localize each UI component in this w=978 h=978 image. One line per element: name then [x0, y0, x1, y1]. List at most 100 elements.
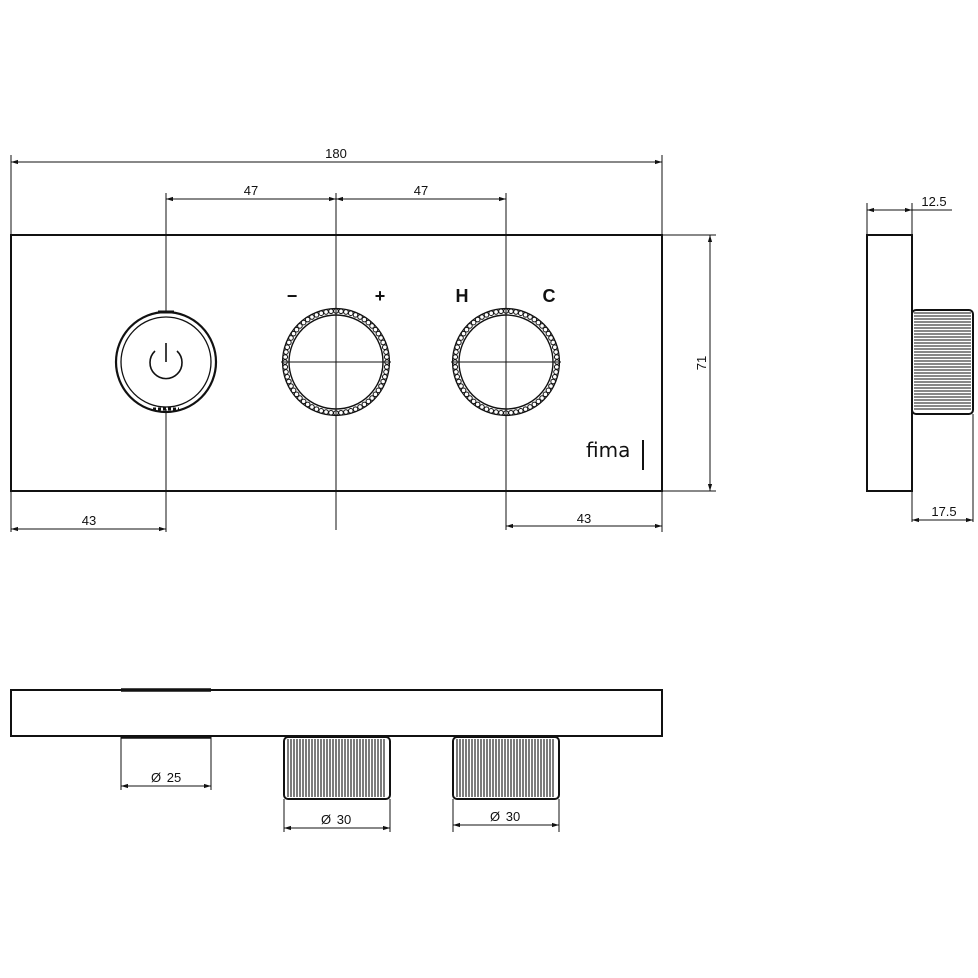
knurl-tooth: [357, 314, 363, 320]
label-hot: H: [456, 286, 469, 306]
side-plate: [866, 234, 913, 492]
knurl-tooth: [460, 387, 467, 394]
knurl-tooth: [553, 354, 560, 360]
ribbed-knob: [456, 739, 554, 797]
knurl-tooth: [463, 326, 470, 333]
dim-knob2-diameter: 30: [506, 809, 520, 824]
dim-offset-left: 43: [82, 513, 96, 528]
bottom-plate: [10, 689, 663, 737]
knurl-tooth: [458, 383, 464, 389]
knurl-tooth: [309, 314, 315, 320]
knurl-tooth: [545, 387, 552, 394]
knurl-tooth: [300, 319, 307, 326]
knurl-tooth: [369, 323, 375, 329]
knurl-tooth: [531, 401, 538, 408]
knurl-tooth: [542, 326, 549, 333]
knurl-tooth: [282, 364, 289, 370]
knurl-tooth: [508, 308, 514, 315]
knurl-tooth: [357, 404, 363, 410]
dim-total-depth: 17.5: [931, 504, 956, 519]
knurl-tooth: [383, 364, 390, 370]
knurl-tooth: [527, 404, 533, 410]
knurl-tooth: [328, 308, 334, 315]
dim-spacing-left: 47: [244, 183, 258, 198]
knurl-tooth: [470, 398, 477, 405]
knurl-tooth: [375, 330, 382, 337]
knurl-tooth: [290, 387, 297, 394]
knurl-tooth: [369, 395, 375, 401]
dim-button-diameter: 25: [167, 770, 181, 785]
knurl-tooth: [288, 383, 294, 389]
knurl-tooth: [361, 401, 368, 408]
knurled-edge: [451, 307, 561, 417]
knurl-tooth: [293, 391, 300, 398]
knurl-tooth: [535, 319, 542, 326]
knurl-tooth: [474, 316, 481, 323]
knurl-tooth: [474, 401, 481, 408]
button-stub: [121, 688, 211, 739]
knurl-tooth: [498, 308, 504, 315]
knurl-tooth: [545, 330, 552, 337]
front-dimensions: [11, 159, 713, 532]
knurl-tooth: [375, 387, 382, 394]
knurl-tooth: [452, 354, 459, 360]
knurl-tooth: [372, 391, 379, 398]
knurl-tooth: [378, 335, 384, 341]
bottom-knob-1: [283, 736, 391, 800]
knurl-tooth: [361, 316, 368, 323]
knurl-tooth: [479, 404, 485, 410]
dim-knob1-diameter-symbol: Ø: [321, 812, 331, 827]
knurl-tooth: [542, 391, 549, 398]
label-cold: C: [543, 286, 556, 306]
knurl-tooth: [548, 335, 554, 341]
knurl-tooth: [365, 398, 372, 405]
dim-plate-depth: 12.5: [921, 194, 946, 209]
knurl-tooth: [297, 395, 303, 401]
dim-knob1-diameter: 30: [337, 812, 351, 827]
knurl-tooth: [531, 316, 538, 323]
knurl-tooth: [304, 401, 311, 408]
knurl-tooth: [535, 398, 542, 405]
power-icon: [149, 343, 183, 380]
knurl-tooth: [470, 319, 477, 326]
knurl-tooth: [498, 409, 504, 416]
ribbed-knob: [287, 739, 385, 797]
ribbed-knob: [914, 312, 971, 410]
knurl-tooth: [527, 314, 533, 320]
knurl-tooth: [467, 323, 473, 329]
knurl-tooth: [328, 409, 334, 416]
knurl-tooth: [378, 383, 384, 389]
knurl-tooth: [383, 354, 390, 360]
side-knob-body: [911, 309, 974, 415]
knurl-tooth: [304, 316, 311, 323]
knurl-tooth: [479, 314, 485, 320]
knurl-tooth: [548, 383, 554, 389]
label-minus: −: [287, 286, 298, 306]
brand-logo: fima: [586, 438, 630, 462]
bottom-view: [10, 688, 663, 832]
dim-spacing-right: 47: [414, 183, 428, 198]
extension-lines: [10, 155, 716, 532]
knurl-tooth: [460, 330, 467, 337]
knurl-tooth: [309, 404, 315, 410]
knurl-tooth: [539, 395, 545, 401]
knurl-tooth: [539, 323, 545, 329]
knurl-tooth: [297, 323, 303, 329]
knurl-tooth: [553, 364, 560, 370]
side-extension-lines: [866, 203, 974, 522]
power-button: [114, 310, 218, 414]
knurl-tooth: [463, 391, 470, 398]
dim-button-diameter-symbol: Ø: [151, 770, 161, 785]
side-view: [866, 203, 974, 523]
dim-offset-right: 43: [577, 511, 591, 526]
knurl-tooth: [338, 409, 344, 416]
knurl-tooth: [365, 319, 372, 326]
knurl-tooth: [508, 409, 514, 416]
knurl-tooth: [290, 330, 297, 337]
dim-height: 71: [694, 356, 709, 370]
label-plus: +: [375, 286, 386, 306]
knurl-tooth: [288, 335, 294, 341]
knurl-tooth: [372, 326, 379, 333]
knurl-tooth: [293, 326, 300, 333]
